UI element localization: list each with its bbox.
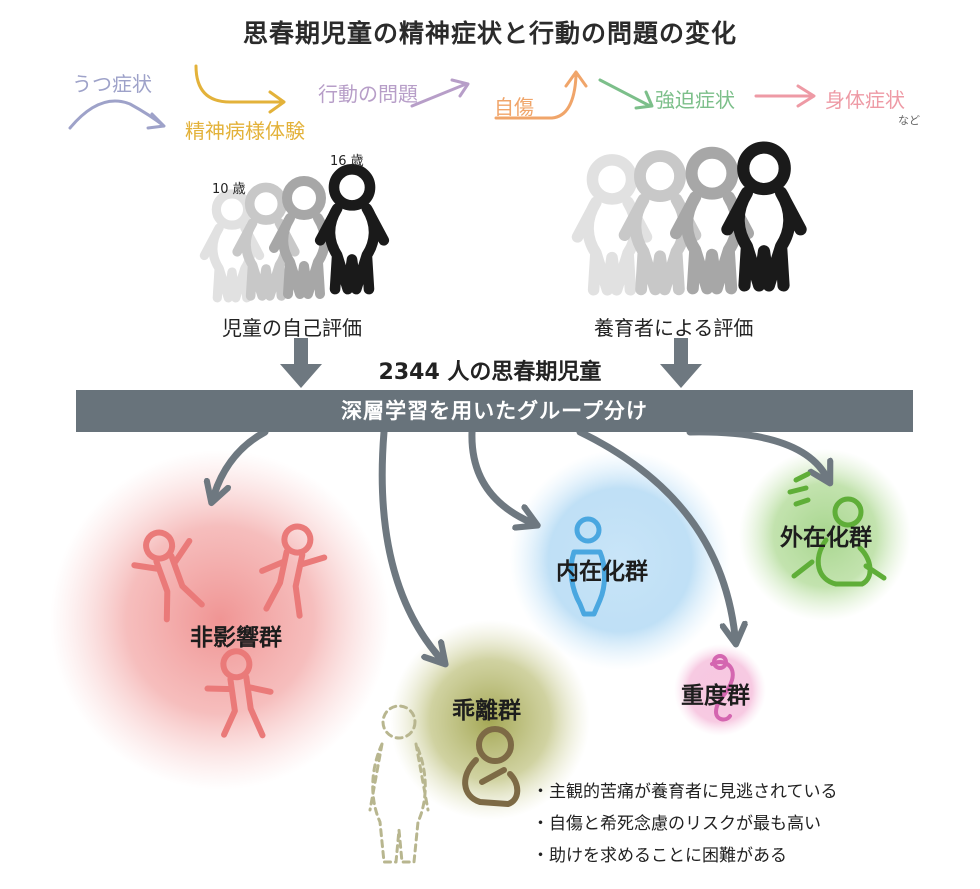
detached-dashed-figure	[368, 704, 430, 864]
naizai-figure	[568, 516, 607, 617]
symptom-self-harm: 自傷	[494, 95, 534, 119]
group-label-discrepancy: 乖離群	[452, 698, 521, 724]
arrow-depression	[68, 99, 166, 130]
arrow-somatic	[754, 84, 816, 108]
down-arrow-child-shaft	[294, 338, 308, 368]
arrow-to-hieikyou	[214, 428, 269, 495]
arrow-psychotic	[194, 64, 286, 114]
symptom-flow-etc: など	[898, 114, 920, 127]
arrow-to-kairi	[378, 428, 440, 658]
page-title: 思春期児童の精神症状と行動の問題の変化	[242, 19, 737, 48]
symptom-flow-arrows	[68, 64, 816, 130]
note-item: ・助けを求めることに困難がある	[532, 846, 787, 866]
down-arrow-parent-shaft	[674, 338, 688, 368]
group-label-externalizing: 外在化群	[780, 525, 872, 551]
group-blobs	[50, 449, 911, 820]
symptom-somatic: 身体症状	[825, 88, 905, 112]
arrow-to-naizai	[468, 428, 530, 522]
symptom-psychotic-experience: 精神病様体験	[185, 119, 305, 143]
age-end-label: 16 歳	[330, 154, 364, 169]
group-arrows	[214, 428, 826, 658]
blob-hieikyou	[50, 450, 390, 790]
blob-juudo	[674, 644, 766, 736]
discrepancy-notes: ・主観的苦痛が養育者に見逃されている ・自傷と希死念慮のリスクが最も高い ・助け…	[532, 776, 838, 872]
arrow-to-gaizai	[686, 428, 826, 476]
age-start-label: 10 歳	[212, 182, 246, 197]
symptom-behavior-problems: 行動の問題	[318, 82, 418, 106]
method-bar	[76, 390, 913, 432]
group-label-internalizing: 内在化群	[556, 559, 648, 585]
note-item: ・自傷と希死念慮のリスクが最も高い	[532, 814, 821, 834]
symptom-depression: うつ症状	[72, 72, 152, 96]
blob-kairi	[390, 620, 590, 820]
note-item: ・主観的苦痛が養育者に見逃されている	[532, 782, 838, 802]
hieikyou-figures	[131, 523, 328, 739]
agitation-marks	[787, 471, 811, 507]
group-label-severe: 重度群	[681, 683, 750, 709]
gaizai-figure	[787, 471, 887, 587]
kairi-figure	[462, 726, 521, 807]
down-arrows	[280, 338, 702, 388]
child-self-rating-label: 児童の自己評価	[222, 316, 362, 340]
group-label-non-affected: 非影響群	[190, 625, 282, 651]
caregiver-figures	[578, 148, 801, 290]
juudo-figure	[710, 654, 735, 722]
arrow-selfharm	[494, 70, 588, 120]
caregiver-rating-label: 養育者による評価	[594, 316, 754, 340]
arrow-to-juudo	[576, 428, 735, 636]
arrow-behavior	[410, 78, 470, 108]
down-arrow-child-head	[280, 364, 322, 388]
participants-label: 2344 人の思春期児童	[378, 360, 602, 385]
method-label: 深層学習を用いたグループ分け	[341, 399, 648, 423]
symptom-ocd: 強迫症状	[655, 88, 735, 112]
arrow-ocd	[598, 78, 654, 110]
down-arrow-parent-head	[660, 364, 702, 388]
